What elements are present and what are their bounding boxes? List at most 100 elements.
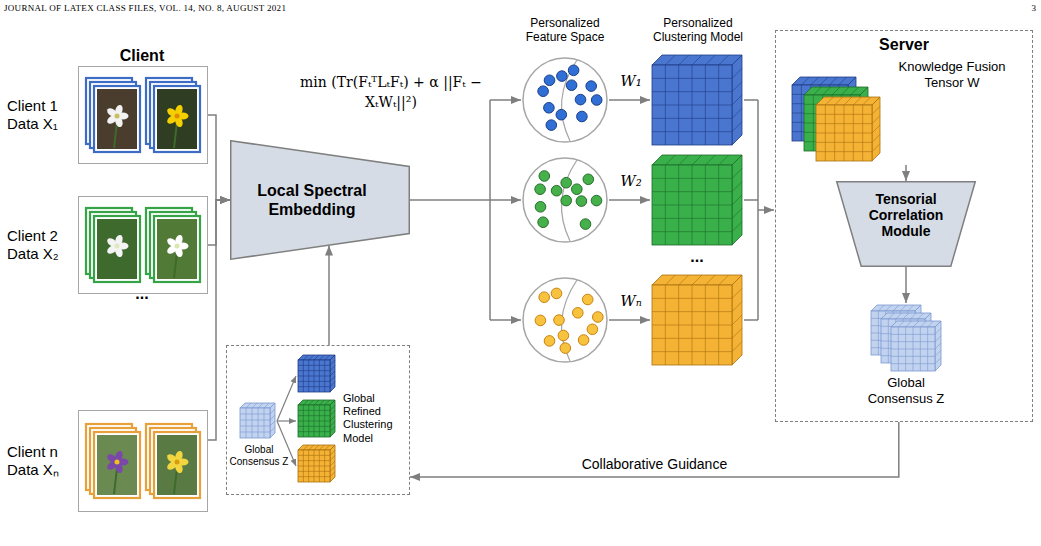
embedding-trapezoid: Local Spectral Embedding [230,140,410,260]
tensor-cube [652,275,742,365]
tensor-cube [298,355,335,392]
node-text: Tensorial Correlation Module [856,191,956,239]
flower-center [115,460,120,465]
server-group: ServerKnowledge Fusion Tensor W Tensorial… [775,30,1033,422]
flower-center [115,244,120,249]
node-text: Client 2 Data X₂ [7,227,71,263]
sample-dot [560,343,571,354]
refine-arrow [277,376,296,421]
sample-dot [591,195,602,206]
sample-dot [576,196,587,207]
flower-center [115,114,120,119]
branch-line [410,199,490,201]
edge-label: Collaborative Guidance [579,456,731,473]
sample-dot [551,185,562,196]
flower-center [175,114,180,119]
tensor-grid [652,275,742,365]
client-data-box: Client 2 Data X₂ [78,196,208,294]
branch-line [489,100,491,320]
flower-stem [114,468,117,494]
refined-model-group: Global Consensus ZGlobal Refined Cluster… [226,345,410,495]
photo-frame [154,432,200,498]
feature-space-circle [523,158,607,242]
model-arrow [609,199,650,201]
tensor-grid [652,55,742,145]
tensor-cube [816,97,880,161]
trapezoid-shape [837,182,976,267]
connector [410,422,899,477]
sample-dot [561,195,572,206]
weight-label: Wₙ [610,292,652,310]
sample-dot [583,174,594,185]
node-text: Local Spectral Embedding [242,181,382,219]
objective-formula: min (Tr(FₜᵀLₜFₜ) + α ||Fₜ − XₜWₜ||²) [298,72,484,113]
sample-dot [575,94,586,105]
tensor-front [240,408,270,438]
tensor-top [240,403,275,408]
flower-stem [174,468,177,494]
sample-dot [582,294,593,305]
tensor-grid [816,97,880,161]
connector [208,200,230,245]
sample-dot [554,315,565,326]
sample-dot [591,95,602,106]
sample-dot [561,177,572,188]
column-heading: Personalized Feature Space [508,16,622,45]
connector [905,165,907,181]
photo-frame [94,432,140,498]
flower-stem [114,252,117,278]
tensor-cube [298,445,335,482]
sample-dot [572,184,583,195]
connector [208,115,230,200]
tensor-cube [298,400,335,437]
tensor-grid [240,403,275,438]
photo-frame [94,216,140,282]
tensor-grid [652,155,742,245]
sample-dot [535,184,546,195]
connector [905,267,907,303]
merge-line [744,100,758,320]
sample-dot [539,171,550,182]
model-arrow [609,99,650,101]
node-text: Global Consensus Z [861,375,951,406]
sample-dot [556,109,567,120]
node-text: Client 1 Data X₁ [7,97,71,133]
photo-image [97,89,137,149]
sample-dot [568,65,579,76]
tensor-cube [652,55,742,145]
column-heading: Client [102,46,182,65]
photo-image [157,219,197,279]
photo-image [157,89,197,149]
page-number: 3 [1022,3,1036,14]
sample-dot [577,111,588,122]
fusion-tensor: Knowledge Fusion Tensor W [784,57,1024,165]
sample-dot [580,219,591,230]
sample-dot [551,288,562,299]
tensor-grid [298,355,335,392]
flower-stem [114,122,117,148]
sample-dot [566,80,577,91]
sample-dot [544,103,555,114]
weight-label: W₁ [610,72,652,90]
tensor-grid [298,445,335,482]
node-text: Server [776,35,1032,54]
tensor-cube [891,321,941,371]
sample-dot [544,336,555,347]
sample-dot [546,120,557,131]
shape-outline [230,140,410,260]
tensor-grid [891,321,941,371]
sample-dot [578,335,589,346]
branch-arrow [490,319,521,321]
photo-frame [154,216,200,282]
sample-dot [558,330,569,341]
correlation-trapezoid: Tensorial Correlation Module [836,181,976,267]
sample-dot [544,75,555,86]
photo-frame [94,86,140,152]
branch-arrow [490,199,521,201]
photo-frame [154,86,200,152]
photo-image [97,219,137,279]
sample-dot [586,81,597,92]
tensor-cube [240,403,275,438]
